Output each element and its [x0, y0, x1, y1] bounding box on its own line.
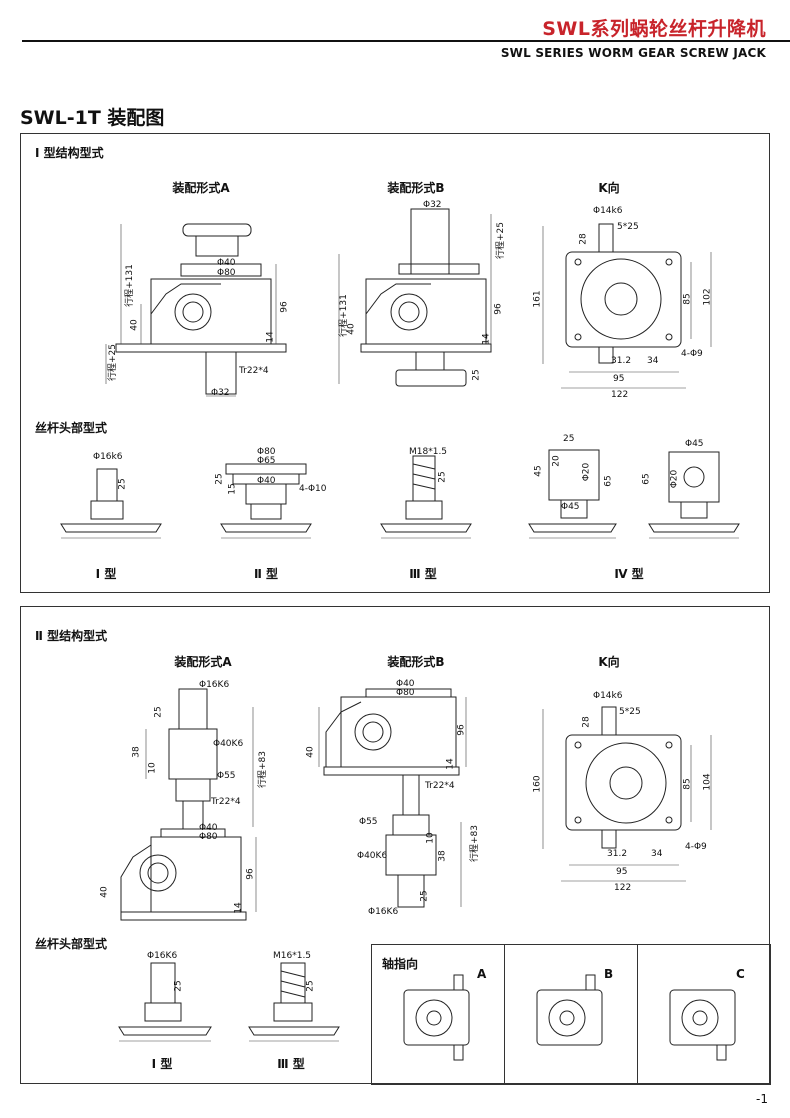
dim-label: Φ32 — [211, 388, 230, 398]
dim-label: Φ45 — [561, 502, 580, 512]
drawing-screw-heads-2 — [118, 962, 340, 1042]
axis-label-c: C — [736, 967, 745, 981]
dim-label: Φ80 — [217, 268, 236, 278]
assembly-b-label: 装配形式B — [387, 181, 445, 195]
dim-label: Φ14k6 — [593, 206, 623, 216]
assembly-a-label: 装配形式A — [174, 655, 232, 669]
head-type-1: Ⅰ 型 — [95, 567, 117, 581]
header-title: SWL系列蜗轮丝杆升降机 — [542, 18, 766, 40]
k-view-label: K向 — [598, 655, 620, 669]
axis-cell-divider — [637, 945, 638, 1084]
axis-label-a: A — [477, 967, 487, 981]
dim-label: 5*25 — [619, 707, 641, 717]
drawing-k-view-2 — [542, 706, 712, 882]
page-number: -1 — [756, 1092, 768, 1106]
section-title: Ⅱ 型结构型式 — [35, 629, 108, 643]
dim-label: Φ14k6 — [593, 691, 623, 701]
dim-label: 65 — [603, 475, 614, 487]
drawing-assembly-b — [338, 208, 492, 387]
panel-type-2: Ⅱ 型结构型式 装配形式A 装配形式B K向 丝杆头部型式 Ⅰ 型 Ⅲ 型 Φ1… — [20, 606, 771, 1085]
dim-label: 34 — [651, 849, 663, 859]
dim-label: Φ40K6 — [357, 851, 388, 861]
dim-label: Φ16k6 — [93, 452, 123, 462]
dim-label: 20 — [551, 455, 562, 467]
assembly-b-label: 装配形式B — [387, 655, 445, 669]
dim-label: 31.2 — [611, 356, 632, 366]
dim-label: 4-Φ9 — [681, 349, 703, 359]
dim-label: 45 — [533, 465, 544, 477]
dim-label: Φ65 — [257, 456, 276, 466]
dim-label: Φ80 — [396, 688, 415, 698]
section-title: Ⅰ 型结构型式 — [35, 146, 104, 160]
dim-label: Φ55 — [217, 771, 236, 781]
dim-label: 31.2 — [607, 849, 628, 859]
dim-label: Φ16K6 — [147, 951, 178, 961]
header-subtitle: SWL SERIES WORM GEAR SCREW JACK — [500, 46, 766, 60]
dim-label: 25 — [173, 980, 184, 992]
dim-label: Φ16K6 — [199, 680, 230, 690]
dim-label: Φ40 — [217, 258, 236, 268]
dim-label: Φ20 — [581, 462, 592, 482]
dim-label: Tr22*4 — [425, 781, 455, 791]
dim-label: M16*1.5 — [273, 951, 312, 961]
dim-label: M18*1.5 — [409, 447, 448, 457]
dim-label: 95 — [613, 374, 625, 384]
dim-label: Φ55 — [359, 817, 378, 827]
dim-label: Φ40 — [257, 476, 276, 486]
dim-label: 4-Φ10 — [299, 484, 327, 494]
dim-label: Φ40K6 — [213, 739, 244, 749]
axis-direction-box: 轴指向 A B C — [371, 944, 771, 1085]
drawing-assembly-a-2 — [120, 688, 257, 921]
dim-label: 25 — [117, 478, 128, 490]
dim-label: 34 — [647, 356, 659, 366]
drawing-assembly-a — [105, 223, 287, 397]
panel-type-1: Ⅰ 型结构型式 装配形式A 装配形式B K向 丝杆头部型式 Ⅰ 型 Ⅱ 型 Ⅲ … — [20, 133, 770, 593]
dim-label: 15 — [227, 483, 238, 495]
screw-head-title: 丝杆头部型式 — [35, 937, 108, 951]
dim-label: 25 — [214, 473, 225, 485]
dim-label: 65 — [641, 473, 652, 485]
drawing-screw-heads-1 — [60, 449, 740, 539]
axis-direction-drawings — [403, 974, 736, 1061]
screw-head-title: 丝杆头部型式 — [35, 421, 108, 435]
drawing-assembly-b-2 — [318, 688, 467, 908]
dim-label: 25 — [437, 471, 448, 483]
drawing-k-view-1 — [542, 223, 712, 389]
axis-cell-divider — [504, 945, 505, 1084]
dim-label: Φ40 — [396, 679, 415, 689]
head-type-1: Ⅰ 型 — [151, 1057, 173, 1071]
dim-label: 122 — [611, 390, 629, 400]
dim-label: 95 — [616, 867, 628, 877]
head-type-3: Ⅲ 型 — [409, 567, 437, 581]
dim-label: Φ80 — [257, 447, 276, 457]
head-type-3: Ⅲ 型 — [277, 1057, 305, 1071]
k-view-label: K向 — [598, 181, 620, 195]
header-divider — [22, 40, 790, 42]
dim-label: Φ32 — [423, 200, 442, 210]
dim-label: Tr22*4 — [211, 797, 241, 807]
head-type-4: Ⅳ 型 — [614, 567, 644, 581]
dim-label: Φ20 — [669, 469, 680, 489]
dim-label: Φ80 — [199, 832, 218, 842]
dim-label: 122 — [614, 883, 632, 893]
assembly-a-label: 装配形式A — [172, 181, 230, 195]
axis-label-b: B — [604, 967, 614, 981]
dim-label: 4-Φ9 — [685, 842, 707, 852]
axis-direction-title: 轴指向 — [382, 957, 419, 971]
head-type-2: Ⅱ 型 — [253, 567, 279, 581]
dim-label: Tr22*4 — [239, 366, 269, 376]
dim-label: Φ16K6 — [368, 907, 399, 917]
dim-label: Φ45 — [685, 439, 704, 449]
dim-label: 25 — [563, 434, 575, 444]
dim-label: Φ40 — [199, 823, 218, 833]
dim-label: 25 — [305, 980, 316, 992]
page-title: SWL-1T 装配图 — [20, 107, 165, 129]
dim-label: 5*25 — [617, 222, 639, 232]
